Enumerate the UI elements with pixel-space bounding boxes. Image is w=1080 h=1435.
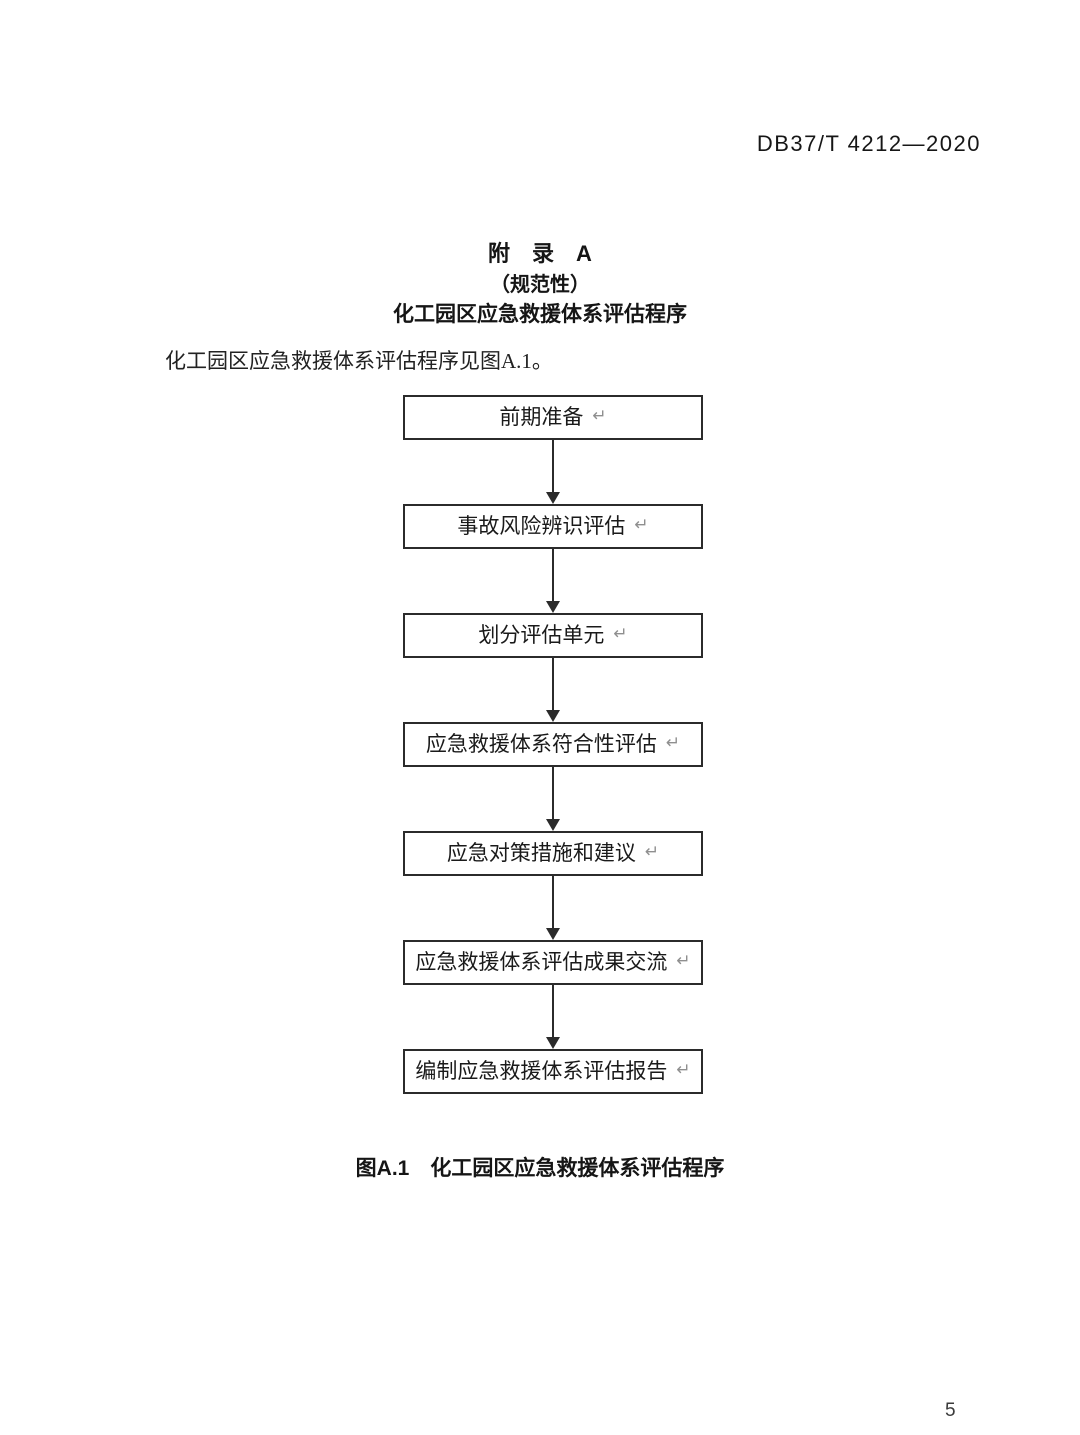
- flow-node-report-compilation: 编制应急救援体系评估报告 ↵: [403, 1049, 703, 1094]
- arrow-down-icon: [546, 492, 560, 504]
- appendix-subject-title: 化工园区应急救援体系评估程序: [393, 303, 687, 326]
- flow-arrow: [546, 876, 560, 940]
- standard-number-header: DB37/T 4212—2020: [756, 131, 981, 156]
- flow-node-label: 编制应急救援体系评估报告: [415, 1058, 668, 1083]
- arrow-stem: [552, 876, 554, 928]
- arrow-stem: [552, 658, 554, 710]
- flow-node-results-exchange: 应急救援体系评估成果交流 ↵: [403, 940, 703, 985]
- paragraph-return-mark: ↵: [592, 405, 607, 426]
- arrow-down-icon: [546, 928, 560, 940]
- paragraph-return-mark: ↵: [665, 732, 681, 753]
- arrow-down-icon: [546, 601, 560, 613]
- flow-arrow: [546, 767, 560, 831]
- figure-caption: 图A.1 化工园区应急救援体系评估程序: [355, 1157, 725, 1180]
- intro-paragraph: 化工园区应急救援体系评估程序见图A.1。: [165, 349, 553, 373]
- flow-node-preparation: 前期准备 ↵: [403, 395, 703, 440]
- arrow-down-icon: [546, 710, 560, 722]
- flow-arrow: [546, 549, 560, 613]
- flow-arrow: [546, 440, 560, 504]
- flow-node-conformity-assessment: 应急救援体系符合性评估 ↵: [403, 722, 703, 767]
- flow-node-risk-identification: 事故风险辨识评估 ↵: [403, 504, 703, 549]
- arrow-stem: [552, 767, 554, 819]
- appendix-normative-label: （规范性）: [490, 274, 590, 296]
- page-number: 5: [945, 1400, 956, 1421]
- flow-node-label: 划分评估单元: [478, 622, 605, 647]
- arrow-stem: [552, 549, 554, 601]
- flow-node-label: 事故风险辨识评估: [457, 513, 626, 538]
- flow-arrow: [546, 985, 560, 1049]
- flow-node-label: 应急救援体系符合性评估: [425, 731, 657, 756]
- paragraph-return-mark: ↵: [613, 623, 628, 644]
- arrow-stem: [552, 985, 554, 1037]
- paragraph-return-mark: ↵: [634, 514, 649, 535]
- flowchart: 前期准备 ↵ 事故风险辨识评估 ↵ 划分评估单元 ↵ 应急救援体系符合性评估 ↵: [403, 395, 703, 1094]
- arrow-stem: [552, 440, 554, 492]
- paragraph-return-mark: ↵: [644, 841, 660, 862]
- arrow-down-icon: [546, 819, 560, 831]
- flow-node-label: 应急对策措施和建议: [446, 840, 636, 865]
- paragraph-return-mark: ↵: [676, 1059, 691, 1080]
- flow-node-countermeasures: 应急对策措施和建议 ↵: [403, 831, 703, 876]
- flow-node-label: 前期准备: [499, 404, 584, 429]
- flow-node-unit-division: 划分评估单元 ↵: [403, 613, 703, 658]
- paragraph-return-mark: ↵: [676, 950, 691, 971]
- arrow-down-icon: [546, 1037, 560, 1049]
- flow-arrow: [546, 658, 560, 722]
- appendix-title: 附 录 A: [488, 241, 592, 266]
- flow-node-label: 应急救援体系评估成果交流: [415, 949, 668, 974]
